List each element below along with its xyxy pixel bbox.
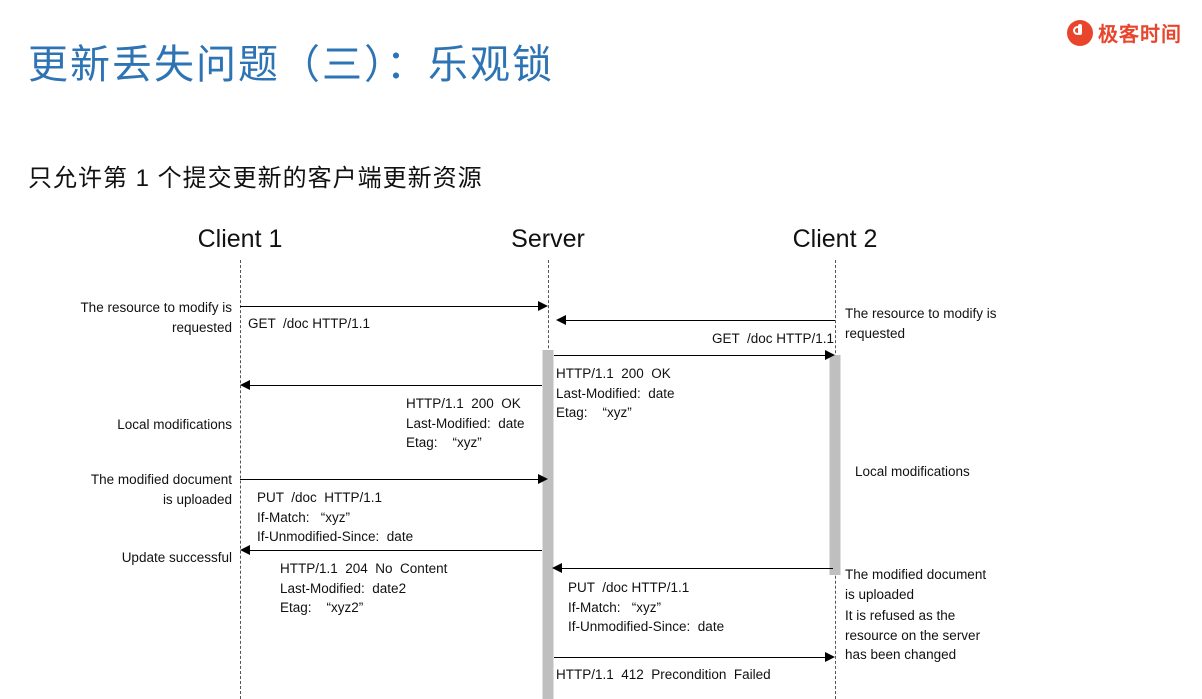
message-m4: HTTP/1.1 200 OK Last-Modified: date Etag…	[406, 396, 525, 451]
arrow-head-m5	[538, 474, 548, 484]
arrow-head-m4	[240, 380, 250, 390]
brand-logo: 极客时间	[1067, 18, 1182, 47]
actor-label-server: Server	[511, 225, 585, 253]
activation-server	[542, 350, 554, 699]
geek-time-logo-icon	[1067, 19, 1093, 46]
note-n5: Update successful	[121, 550, 232, 565]
page-subtitle: 只允许第 1 个提交更新的客户端更新资源	[28, 165, 483, 192]
arrow-head-m8	[825, 652, 835, 662]
message-m8: HTTP/1.1 412 Precondition Failed	[556, 667, 771, 682]
note-n1: The resource to modify is requested	[80, 300, 232, 335]
arrow-head-m6	[240, 545, 250, 555]
arrow-line-m4	[250, 385, 542, 386]
page-title: 更新丢失问题（三）：乐观锁	[28, 43, 554, 87]
arrow-head-m1	[538, 301, 548, 311]
arrow-line-m1	[240, 306, 538, 307]
activation-client2	[829, 355, 841, 575]
arrow-head-m7	[552, 563, 562, 573]
message-m6: HTTP/1.1 204 No Content Last-Modified: d…	[280, 561, 448, 616]
actor-label-client2: Client 2	[792, 225, 878, 253]
message-m2: GET /doc HTTP/1.1	[712, 331, 835, 346]
arrow-line-m5	[240, 479, 538, 480]
note-n2: The resource to modify is requested	[845, 306, 997, 341]
arrow-line-m2	[566, 320, 835, 321]
note-n3: Local modifications	[117, 417, 232, 432]
arrow-head-m2	[556, 315, 566, 325]
actor-label-client1: Client 1	[197, 225, 283, 253]
brand-name: 极客时间	[1098, 24, 1182, 46]
message-m5: PUT /doc HTTP/1.1 If-Match: “xyz” If-Unm…	[257, 490, 414, 545]
note-n8: It is refused as the resource on the ser…	[845, 608, 981, 663]
arrow-head-m3	[825, 350, 835, 360]
message-m3: HTTP/1.1 200 OK Last-Modified: date Etag…	[556, 366, 675, 421]
arrow-line-m7	[562, 568, 833, 569]
arrow-line-m6	[250, 550, 542, 551]
arrow-line-m3	[554, 355, 825, 356]
arrow-line-m8	[554, 657, 825, 658]
note-n7: The modified document is uploaded	[845, 567, 987, 602]
note-n4: The modified document is uploaded	[90, 472, 232, 507]
sequence-diagram: Client 1 Server Client 2 GET /doc HTTP/1…	[0, 210, 1202, 699]
message-m1: GET /doc HTTP/1.1	[248, 316, 371, 331]
note-n6: Local modifications	[855, 464, 970, 479]
message-m7: PUT /doc HTTP/1.1 If-Match: “xyz” If-Unm…	[568, 580, 725, 635]
